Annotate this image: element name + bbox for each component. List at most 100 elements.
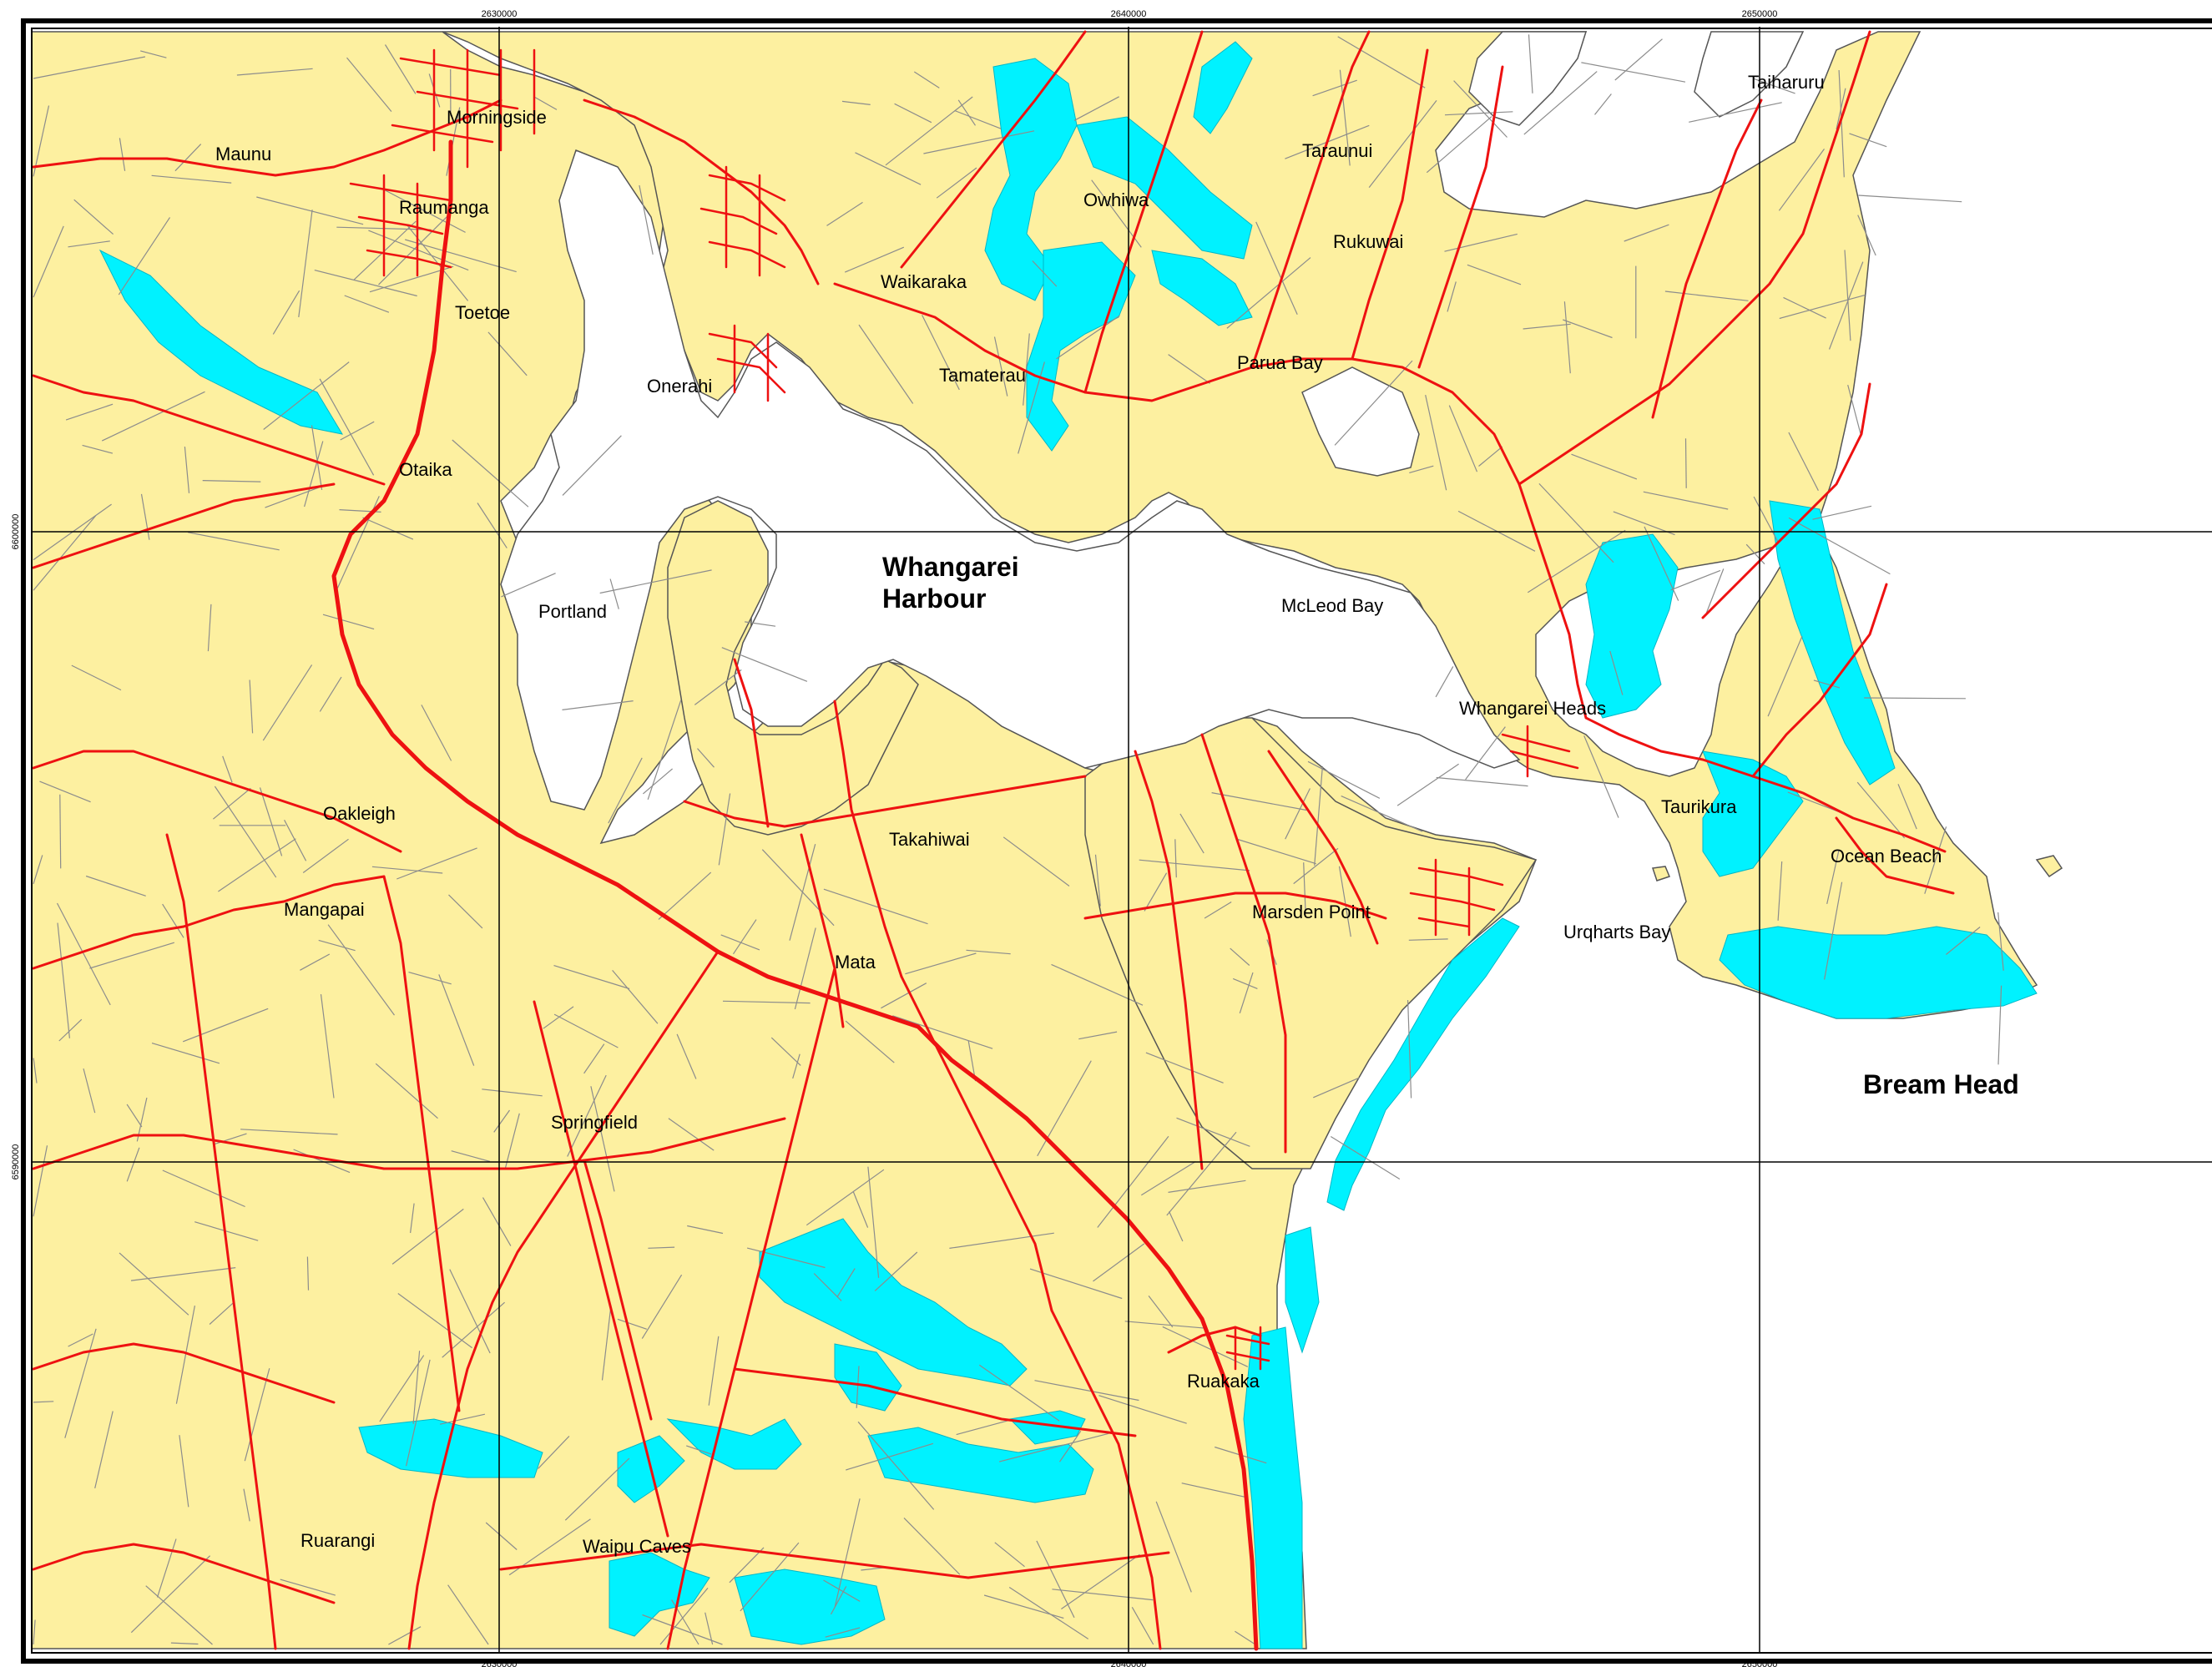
parcel-boundary-line <box>538 1435 570 1469</box>
parcel-boundary-line <box>1847 384 1862 437</box>
parcel-boundary-line <box>33 1145 48 1217</box>
road-sw-n2 <box>382 875 461 1412</box>
parcel-boundary-line <box>612 970 659 1024</box>
place-urqharts-bay[interactable]: Urqharts Bay <box>1563 922 1670 942</box>
place-taraunui[interactable]: Taraunui <box>1302 140 1372 161</box>
parcel-boundary-line <box>1230 947 1250 966</box>
parcel-boundary-line <box>380 187 466 233</box>
place-maunu[interactable]: Maunu <box>215 144 271 164</box>
parcel-boundary-line <box>1897 784 1917 830</box>
label-whangarei[interactable]: Whangarei <box>882 552 1019 582</box>
place-whangarei-heads[interactable]: Whangarei Heads <box>1459 698 1606 719</box>
parcel-boundary-line <box>272 290 300 335</box>
road-north-1 <box>1250 30 1371 369</box>
road-west-6 <box>32 1342 336 1404</box>
parcel-boundary-line <box>1396 763 1459 806</box>
place-taurikura[interactable]: Taurikura <box>1661 796 1737 817</box>
parcel-boundary-line <box>209 1301 235 1325</box>
parcel-boundary-line <box>33 855 43 885</box>
parcel-boundary-line <box>562 435 622 496</box>
parcel-boundary-line <box>998 1432 1109 1462</box>
place-onerahi[interactable]: Onerahi <box>647 376 712 397</box>
place-tamaterau[interactable]: Tamaterau <box>939 365 1026 386</box>
parcel-boundary-line <box>118 217 171 296</box>
grid-label-bottom-x1: 2630000 <box>482 1659 518 1667</box>
parcel-boundary-line <box>218 838 296 892</box>
place-morningside[interactable]: Morningside <box>447 107 547 128</box>
place-ruarangi[interactable]: Ruarangi <box>300 1530 375 1551</box>
parcel-boundary-line <box>284 820 307 861</box>
parcel-boundary-line <box>1285 788 1311 840</box>
road-takahiwai <box>683 775 1087 828</box>
place-ocean-beach[interactable]: Ocean Beach <box>1831 846 1942 866</box>
place-mangapai[interactable]: Mangapai <box>284 899 365 920</box>
parcel-boundary-line <box>599 569 712 594</box>
parcel-boundary-line <box>306 1256 310 1291</box>
forest-patch-central-1 <box>759 1218 1028 1387</box>
water-harbour <box>500 149 1521 811</box>
place-parua-bay[interactable]: Parua Bay <box>1237 352 1323 373</box>
parcel-boundary-line <box>1946 927 1981 955</box>
label-harbour[interactable]: Harbour <box>882 583 986 614</box>
place-waikaraka[interactable]: Waikaraka <box>881 271 967 292</box>
parcel-boundary-line <box>846 1442 934 1471</box>
place-mcleod-bay[interactable]: McLeod Bay <box>1281 595 1383 616</box>
parcel-boundary-line <box>1176 1117 1250 1147</box>
place-toetoe[interactable]: Toetoe <box>455 302 510 323</box>
road-central-1 <box>900 975 1053 1312</box>
parcel-boundary-line <box>855 152 922 185</box>
parcel-boundary-line <box>1783 296 1826 319</box>
parcel-boundary-line <box>184 447 190 493</box>
parcel-boundary-line <box>1664 290 1749 301</box>
parcel-boundary-line <box>1849 133 1887 148</box>
place-waipu-caves[interactable]: Waipu Caves <box>583 1536 691 1557</box>
grid-label-top-x2: 2640000 <box>1111 9 1147 19</box>
parcel-boundary-line <box>1307 760 1381 799</box>
parcel-boundary-line <box>1204 901 1232 919</box>
place-takahiwai[interactable]: Takahiwai <box>889 829 970 850</box>
parcel-boundary-line <box>792 1053 800 1079</box>
parcel-boundary-line <box>1368 100 1437 188</box>
parcel-boundary-line <box>1078 1031 1118 1040</box>
parcel-boundary-line <box>1002 836 1070 887</box>
parcel-boundary-line <box>280 1579 336 1596</box>
place-oakleigh[interactable]: Oakleigh <box>323 803 396 824</box>
road-north-3 <box>1518 30 1871 486</box>
parcel-boundary-line <box>1753 78 1795 94</box>
parcel-boundary-line <box>222 755 233 783</box>
parcel-boundary-line <box>978 1364 1060 1422</box>
label-bream-head[interactable]: Bream Head <box>1863 1069 2019 1099</box>
parcel-boundary-line <box>187 532 280 551</box>
place-raumanga[interactable]: Raumanga <box>399 197 489 218</box>
parcel-boundary-line <box>641 1274 683 1339</box>
forest-patch-central-2 <box>834 1343 902 1412</box>
forest-patch-ocean-beach <box>1719 926 2038 1019</box>
parcel-boundary-line <box>1705 568 1725 614</box>
place-mata[interactable]: Mata <box>835 952 876 972</box>
parcel-boundary-line <box>1684 438 1687 488</box>
parcel-boundary-line <box>68 240 110 248</box>
parcel-boundary-line <box>56 902 111 1006</box>
place-portland[interactable]: Portland <box>538 601 607 622</box>
parcel-boundary-line <box>1836 88 1846 130</box>
place-taiharuru[interactable]: Taiharuru <box>1748 72 1825 93</box>
parcel-boundary-line <box>1073 96 1119 121</box>
place-rukuwai[interactable]: Rukuwai <box>1333 231 1403 252</box>
parcel-boundary-line <box>174 144 202 172</box>
place-marsden-point[interactable]: Marsden Point <box>1252 902 1371 922</box>
place-otaika[interactable]: Otaika <box>399 459 452 480</box>
place-owhiwa[interactable]: Owhiwa <box>1083 189 1149 210</box>
parcel-boundary-line <box>1334 360 1413 446</box>
parcel-boundary-line <box>156 1538 177 1598</box>
parcel-boundary-line <box>249 679 254 734</box>
land-island-1 <box>2035 855 2063 878</box>
parcel-boundary-line <box>639 184 654 255</box>
place-ruakaka[interactable]: Ruakaka <box>1187 1371 1260 1392</box>
place-springfield[interactable]: Springfield <box>551 1112 638 1133</box>
parcel-boundary-line <box>806 1169 885 1226</box>
parcel-boundary-line <box>293 1149 351 1174</box>
parcel-boundary-line <box>298 210 313 317</box>
parcel-boundary-line <box>369 265 454 293</box>
forest-patch-heads-2 <box>1769 500 1896 786</box>
